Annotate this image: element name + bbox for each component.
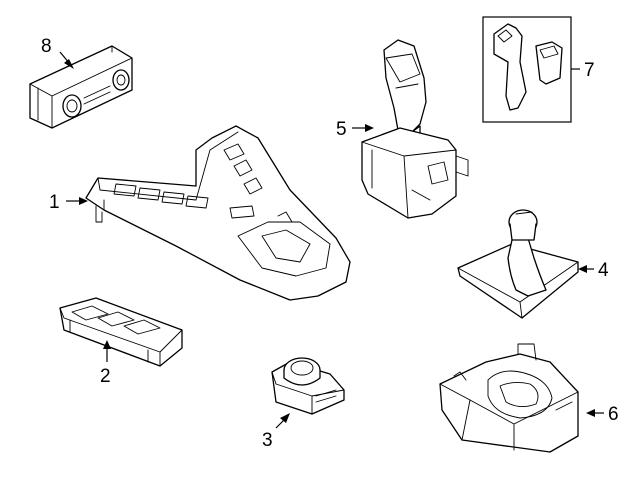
leader-lines <box>59 51 604 429</box>
callout-4: 4 <box>598 260 609 281</box>
callout-8: 8 <box>41 36 52 57</box>
callout-1: 1 <box>49 192 60 213</box>
part-8-climate-control-panel <box>29 45 133 129</box>
part-5-gear-shifter <box>361 39 469 219</box>
callout-3: 3 <box>262 430 273 451</box>
part-6-storage-tray <box>439 343 579 453</box>
callout-5: 5 <box>336 119 347 140</box>
callout-2: 2 <box>100 366 111 387</box>
part-2-switch-panel <box>59 297 183 367</box>
callout-6: 6 <box>608 404 619 425</box>
callout-7: 7 <box>584 60 595 81</box>
part-7-paddle-shifters <box>482 16 572 123</box>
part-4-shift-knob-boot <box>457 209 579 319</box>
part-3-start-switch <box>271 357 345 415</box>
part-1-console-trim-bezel <box>85 125 351 301</box>
